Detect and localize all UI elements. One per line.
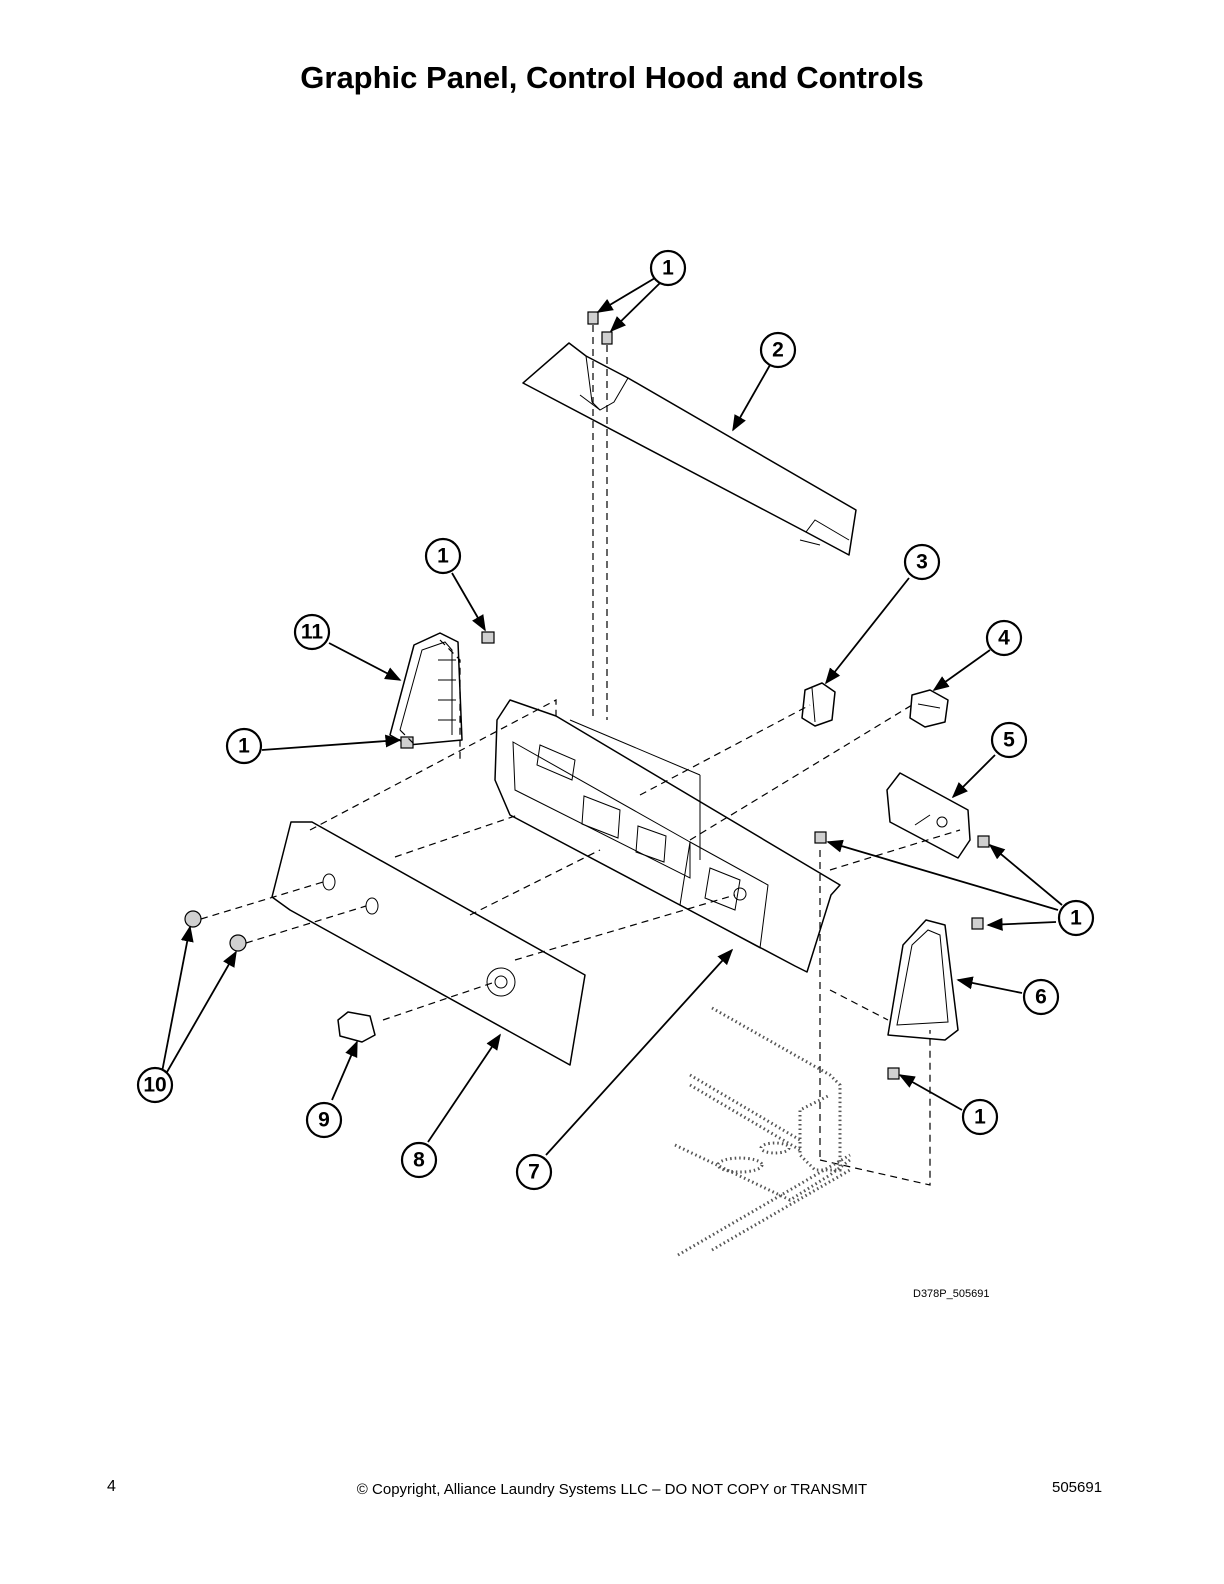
svg-text:9: 9 (318, 1109, 330, 1132)
svg-text:2: 2 (772, 339, 784, 362)
page-number: 4 (107, 1478, 116, 1495)
knob-part (337, 1011, 376, 1043)
control-hood-part (522, 342, 857, 556)
svg-text:1: 1 (1070, 907, 1082, 930)
svg-text:6: 6 (1035, 986, 1047, 1009)
callout-7: 7 (515, 1153, 553, 1191)
copyright-notice: © Copyright, Alliance Laundry Systems LL… (356, 1481, 868, 1498)
button-part (229, 934, 247, 952)
screw-part (971, 917, 984, 930)
drawing-code: D378P_505691 (913, 1288, 990, 1300)
svg-text:1: 1 (238, 735, 250, 758)
svg-text:10: 10 (143, 1074, 166, 1097)
callout-8: 8 (400, 1141, 438, 1179)
control-console-part (494, 699, 841, 973)
callout-1: 1 (649, 249, 687, 287)
button-part (184, 910, 202, 928)
callout-1: 1 (424, 537, 462, 575)
switch-part (909, 689, 949, 728)
callout-4: 4 (985, 619, 1023, 657)
switch-part (801, 682, 836, 727)
svg-text:3: 3 (916, 551, 928, 574)
right-end-cap-part (887, 919, 959, 1041)
svg-text:1: 1 (974, 1106, 986, 1129)
callout-2: 2 (759, 331, 797, 369)
timer-part (886, 772, 971, 859)
leader-lines (161, 277, 1063, 1156)
callout-11: 11 (293, 613, 331, 651)
callout-3: 3 (903, 543, 941, 581)
screw-part (887, 1067, 900, 1080)
screw-part (977, 835, 990, 848)
svg-text:11: 11 (301, 621, 324, 644)
svg-text:8: 8 (413, 1149, 425, 1172)
callout-5: 5 (990, 721, 1028, 759)
svg-text:1: 1 (662, 257, 674, 280)
svg-text:4: 4 (998, 627, 1010, 650)
svg-text:1: 1 (437, 545, 449, 568)
screw-part (481, 631, 495, 644)
screw-part (587, 311, 613, 345)
callout-10: 10 (136, 1066, 174, 1104)
callout-6: 6 (1022, 978, 1060, 1016)
cabinet-outline (674, 1006, 851, 1257)
assembly-guides (200, 639, 961, 1186)
screw-part (814, 831, 827, 844)
left-end-cap-part (389, 632, 463, 746)
callout-9: 9 (305, 1101, 343, 1139)
svg-text:7: 7 (528, 1161, 540, 1184)
graphic-panel-part (271, 821, 586, 1066)
callout-1: 1 (1057, 899, 1095, 937)
callout-1: 1 (961, 1098, 999, 1136)
document-number: 505691 (1052, 1479, 1103, 1496)
callout-1: 1 (225, 727, 263, 765)
svg-text:5: 5 (1003, 729, 1015, 752)
page-title: Graphic Panel, Control Hood and Controls (300, 60, 924, 95)
screw-part (400, 736, 414, 749)
